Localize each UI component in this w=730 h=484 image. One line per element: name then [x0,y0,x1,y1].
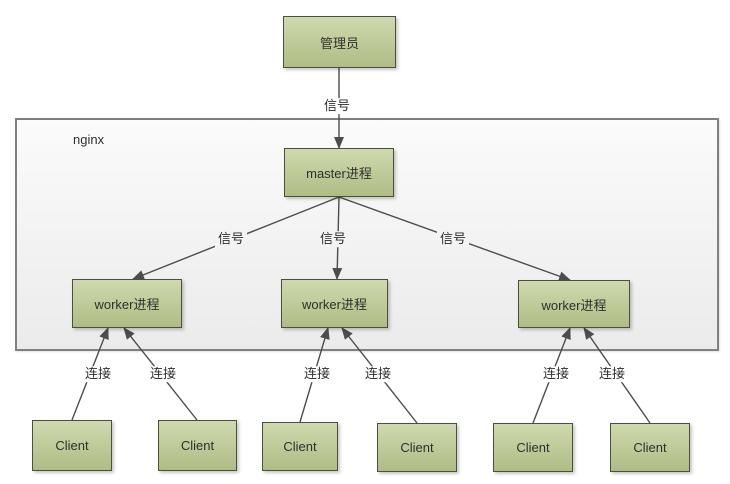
nginx-container-label: nginx [73,132,105,147]
edge-label-signal-top: 信号 [320,98,354,114]
node-worker-1: worker进程 [72,279,182,328]
edge-label-signal-middle: 信号 [316,231,350,247]
node-client-2: Client [158,420,237,471]
node-admin: 管理员 [283,16,396,68]
edge-label-conn-6: 连接 [595,366,629,382]
edge-label-conn-5: 连接 [539,366,573,382]
edge-label-conn-4: 连接 [361,366,395,382]
node-client-6: Client [610,423,690,472]
edge-label-conn-2: 连接 [146,366,180,382]
node-client-5: Client [493,423,573,472]
node-client-1: Client [32,420,112,471]
node-worker-3: worker进程 [518,280,630,328]
node-client-4: Client [377,423,457,472]
node-master: master进程 [284,148,394,197]
node-client-3: Client [262,422,338,471]
node-worker-2: worker进程 [281,279,388,328]
edge-label-signal-right: 信号 [436,231,470,247]
edge-label-conn-3: 连接 [300,366,334,382]
edge-label-signal-left: 信号 [214,231,248,247]
edge-label-conn-1: 连接 [81,366,115,382]
